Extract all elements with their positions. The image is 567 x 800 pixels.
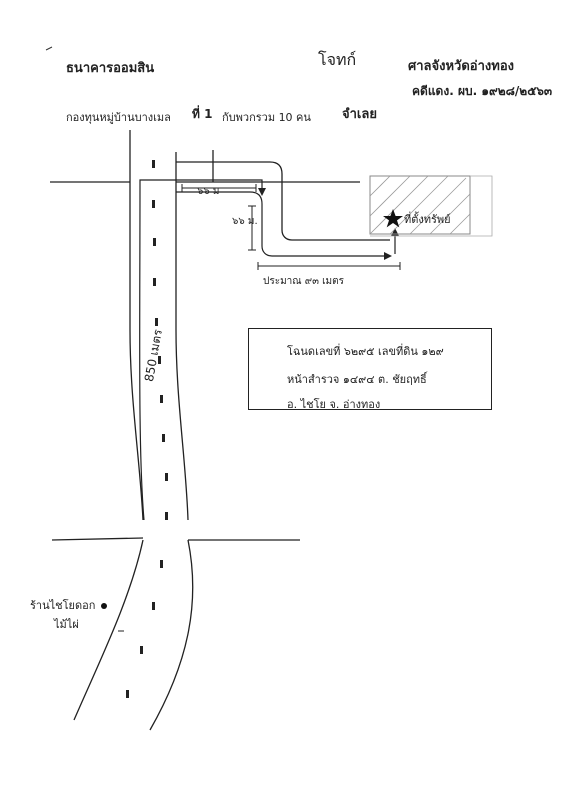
fund-number: ที่ 1 <box>192 107 213 121</box>
fund-name: กองทุนหมู่บ้านบางเมล <box>66 111 171 124</box>
fund-committee: กับพวกรวม 10 คน <box>222 111 311 124</box>
deed-line: โฉนดเลขที่ ๖๒๙๕ เลขที่ดิน ๑๒๙ <box>287 345 444 358</box>
shop-marker-icon <box>101 603 107 609</box>
junction-left-west <box>51 537 144 541</box>
defendant-label: จำเลย <box>342 107 377 122</box>
lower-road-right-edge <box>149 539 194 731</box>
access-arrow-head <box>384 252 392 260</box>
property-location-label: ที่ตั้งทรัพย์ <box>404 213 451 226</box>
access-road-top <box>176 161 390 241</box>
dim-side <box>248 205 256 251</box>
shop-label: ร้านไชโยดอก <box>30 599 96 612</box>
survey-line: หน้าสำรวจ ๑๔๙๔ ต. ชัยฤทธิ์ <box>287 373 427 386</box>
distance-side-label: ๖๖ ม. <box>232 216 258 227</box>
route-arrow-line <box>139 179 263 521</box>
dim-top <box>181 184 257 192</box>
court-name: ศาลจังหวัดอ่างทอง <box>408 59 514 74</box>
location-star-icon <box>383 209 403 228</box>
main-road-right-edge <box>175 152 189 521</box>
pen-mark <box>45 46 53 51</box>
distance-top-label: ๖๖ ม <box>197 186 220 197</box>
property-parcel <box>369 175 493 237</box>
centre-dashes <box>126 160 168 698</box>
bank-name: ธนาคารออมสิน <box>66 61 155 76</box>
route-arrow-head <box>258 188 266 196</box>
shop-label-second-line: ไม้ไผ่ <box>54 618 79 631</box>
dim-bottom <box>257 262 401 270</box>
district-line: อ. ไชโย จ. อ่างทอง <box>287 398 381 411</box>
property-info-box: โฉนดเลขที่ ๖๒๙๕ เลขที่ดิน ๑๒๙ หน้าสำรวจ … <box>248 328 492 411</box>
case-number: คดีแดง. ผบ. ๑๙๒๘/๒๕๖๓ <box>412 84 553 98</box>
plaintiff-label: โจทก์ <box>318 50 357 69</box>
access-road-bottom <box>176 191 386 257</box>
main-road-left-edge <box>129 152 144 521</box>
lower-road-left-edge <box>73 539 144 721</box>
distance-bottom-label: ประมาณ ๙๓ เมตร <box>263 276 344 287</box>
